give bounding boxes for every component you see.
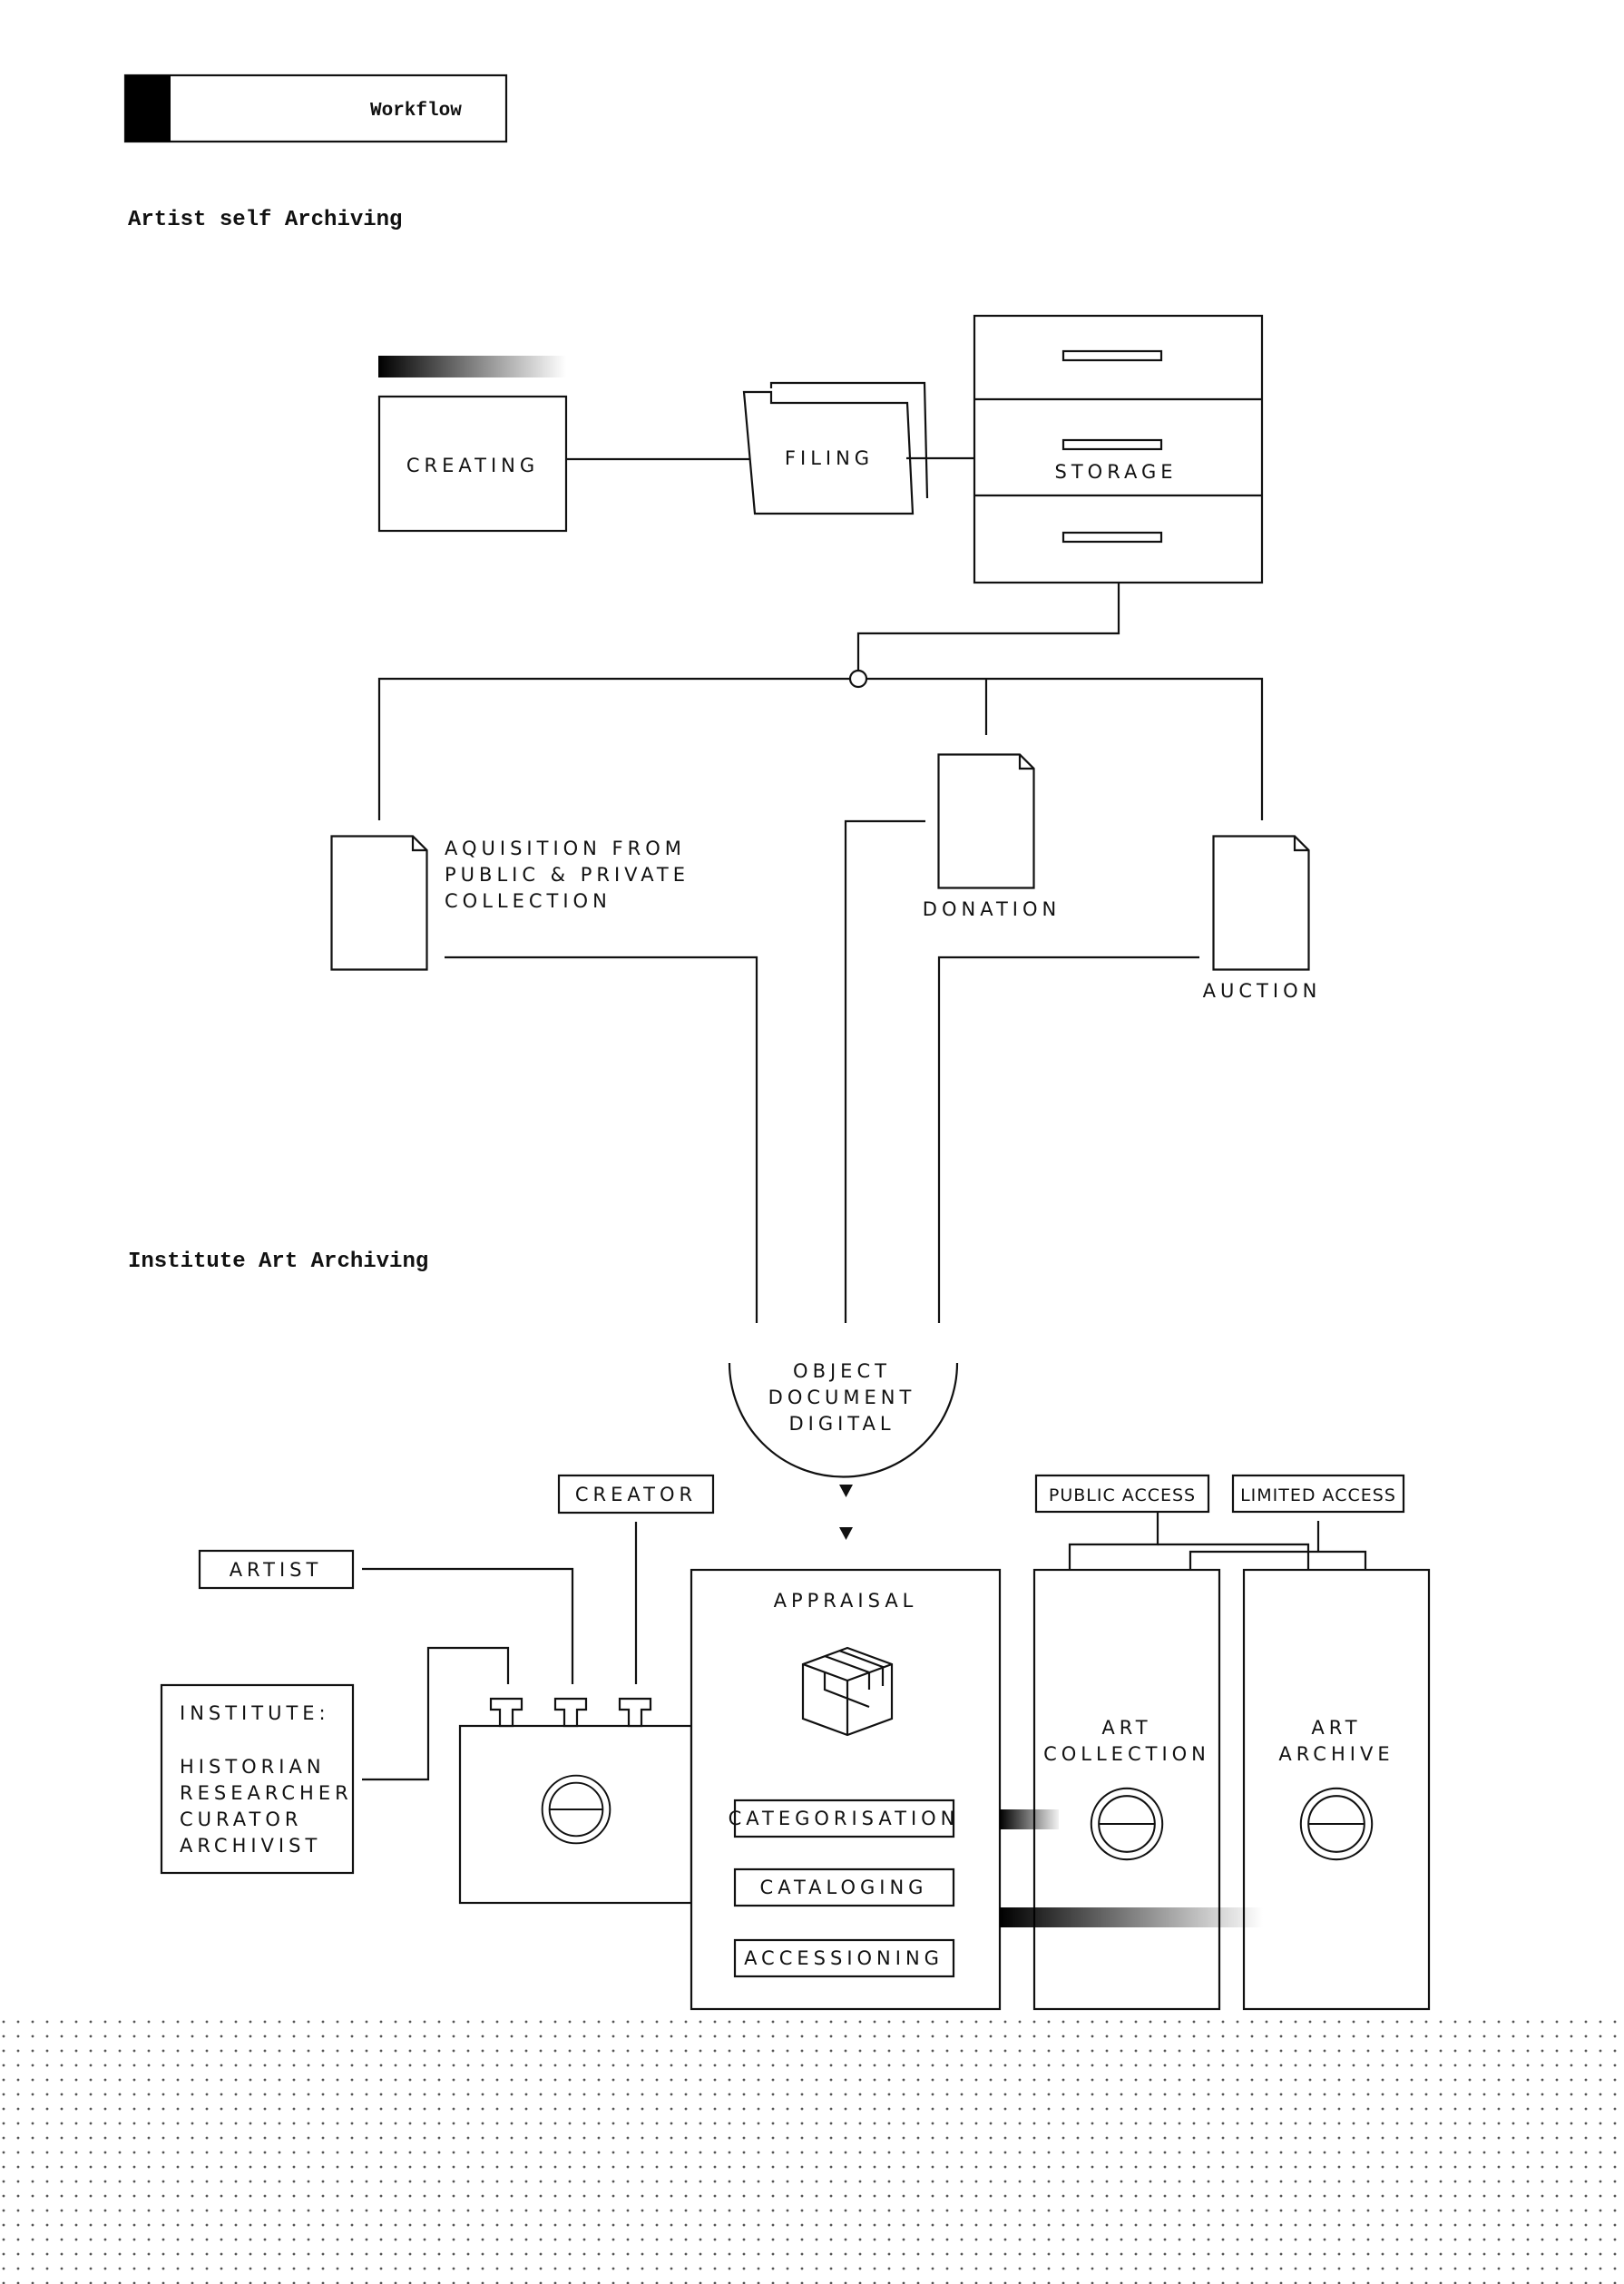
header-tab-marker bbox=[125, 75, 171, 142]
auction-document-icon bbox=[1212, 835, 1310, 971]
folder-icon: FILING bbox=[742, 381, 929, 515]
art-collection-line-2: COLLECTION bbox=[1043, 1743, 1210, 1765]
filing-label: FILING bbox=[785, 447, 874, 469]
intake-line-1: OBJECT bbox=[793, 1360, 891, 1382]
art-collection-cabinet: ART COLLECTION bbox=[1032, 1568, 1221, 2011]
storage-label: STORAGE bbox=[1055, 461, 1178, 483]
institute-role-1: INSTITUTE: bbox=[180, 1702, 330, 1724]
appraisal-panel: APPRAISAL CATEGORISATION CATALOGING ACCE… bbox=[690, 1568, 1002, 2011]
art-collection-line-1: ART bbox=[1101, 1717, 1151, 1739]
donation-document-icon bbox=[937, 753, 1035, 889]
access-boxes: PUBLIC ACCESS LIMITED ACCESS bbox=[1034, 1474, 1405, 1514]
acquisition-line-2: PUBLIC & PRIVATE bbox=[445, 864, 690, 886]
creator-box: CREATOR bbox=[557, 1474, 715, 1514]
acquisition-label: AQUISITION FROM PUBLIC & PRIVATE COLLECT… bbox=[445, 838, 690, 912]
cataloging-step: CATALOGING bbox=[733, 1867, 955, 1907]
appraisal-label: APPRAISAL bbox=[774, 1590, 918, 1612]
connector-peg bbox=[553, 1697, 588, 1728]
donation-label: DONATION bbox=[923, 898, 1061, 920]
flow-gradient-bar-long bbox=[1000, 1907, 1263, 1927]
public-access-label: PUBLIC ACCESS bbox=[1049, 1485, 1196, 1505]
creating-label: CREATING bbox=[406, 455, 539, 476]
creating-node: CREATING bbox=[377, 395, 568, 533]
access-connectors bbox=[1068, 1512, 1367, 1569]
header-tab: Workflow bbox=[123, 74, 508, 143]
art-archive-cabinet: ART ARCHIVE bbox=[1242, 1568, 1431, 2011]
acquisition-document-icon bbox=[330, 835, 428, 971]
acquisition-line-1: AQUISITION FROM bbox=[445, 838, 686, 859]
categorisation-label: CATEGORISATION bbox=[729, 1808, 960, 1829]
art-archive-line-1: ART bbox=[1311, 1717, 1361, 1739]
artist-label: ARTIST bbox=[230, 1559, 323, 1581]
section-title-artist: Artist self Archiving bbox=[128, 208, 402, 232]
vault-lock-icon bbox=[541, 1774, 611, 1845]
processing-unit bbox=[458, 1697, 693, 1905]
categorisation-step: CATEGORISATION bbox=[729, 1799, 960, 1838]
collection-lock-icon bbox=[1090, 1787, 1164, 1861]
section-title-institute: Institute Art Archiving bbox=[128, 1250, 428, 1274]
dotted-footer bbox=[0, 2010, 1624, 2284]
arrow-down-icon bbox=[839, 1485, 853, 1497]
funnel-lines bbox=[445, 819, 1199, 1323]
auction-label: AUCTION bbox=[1203, 980, 1322, 1002]
junction-node bbox=[848, 669, 868, 689]
intake-line-3: DIGITAL bbox=[788, 1413, 895, 1435]
arrow-down-icon bbox=[839, 1527, 853, 1540]
archive-lock-icon bbox=[1299, 1787, 1374, 1861]
intake-line-2: DOCUMENT bbox=[768, 1387, 916, 1408]
institute-role-5: ARCHIVIST bbox=[180, 1835, 321, 1857]
flow-gradient-bar-short bbox=[1000, 1809, 1059, 1829]
input-connectors bbox=[362, 1522, 638, 1781]
cataloging-label: CATALOGING bbox=[760, 1877, 928, 1898]
institute-role-2: HISTORIAN bbox=[180, 1756, 326, 1778]
limited-access-box bbox=[1231, 1474, 1405, 1514]
art-archive-line-2: ARCHIVE bbox=[1278, 1743, 1394, 1765]
accessioning-step: ACCESSIONING bbox=[733, 1938, 955, 1978]
distribution-lines bbox=[377, 583, 1264, 820]
creator-label: CREATOR bbox=[575, 1484, 697, 1505]
limited-access-label: LIMITED ACCESS bbox=[1240, 1485, 1396, 1505]
header-tab-label: Workflow bbox=[370, 101, 462, 122]
box-icon bbox=[801, 1646, 894, 1737]
connector-peg bbox=[489, 1697, 523, 1728]
institute-role-3: RESEARCHER bbox=[180, 1782, 353, 1804]
artist-box: ARTIST bbox=[198, 1549, 355, 1590]
acquisition-line-3: COLLECTION bbox=[445, 890, 611, 912]
institute-box: INSTITUTE: HISTORIAN RESEARCHER CURATOR … bbox=[160, 1683, 355, 1875]
creating-gradient-bar bbox=[378, 356, 566, 377]
intake-bowl: OBJECT DOCUMENT DIGITAL bbox=[728, 1360, 959, 1478]
public-access-box bbox=[1034, 1474, 1210, 1514]
accessioning-label: ACCESSIONING bbox=[744, 1947, 944, 1969]
storage-cabinet-icon: STORAGE bbox=[973, 314, 1264, 584]
connector-peg bbox=[618, 1697, 652, 1728]
institute-role-4: CURATOR bbox=[180, 1809, 302, 1830]
